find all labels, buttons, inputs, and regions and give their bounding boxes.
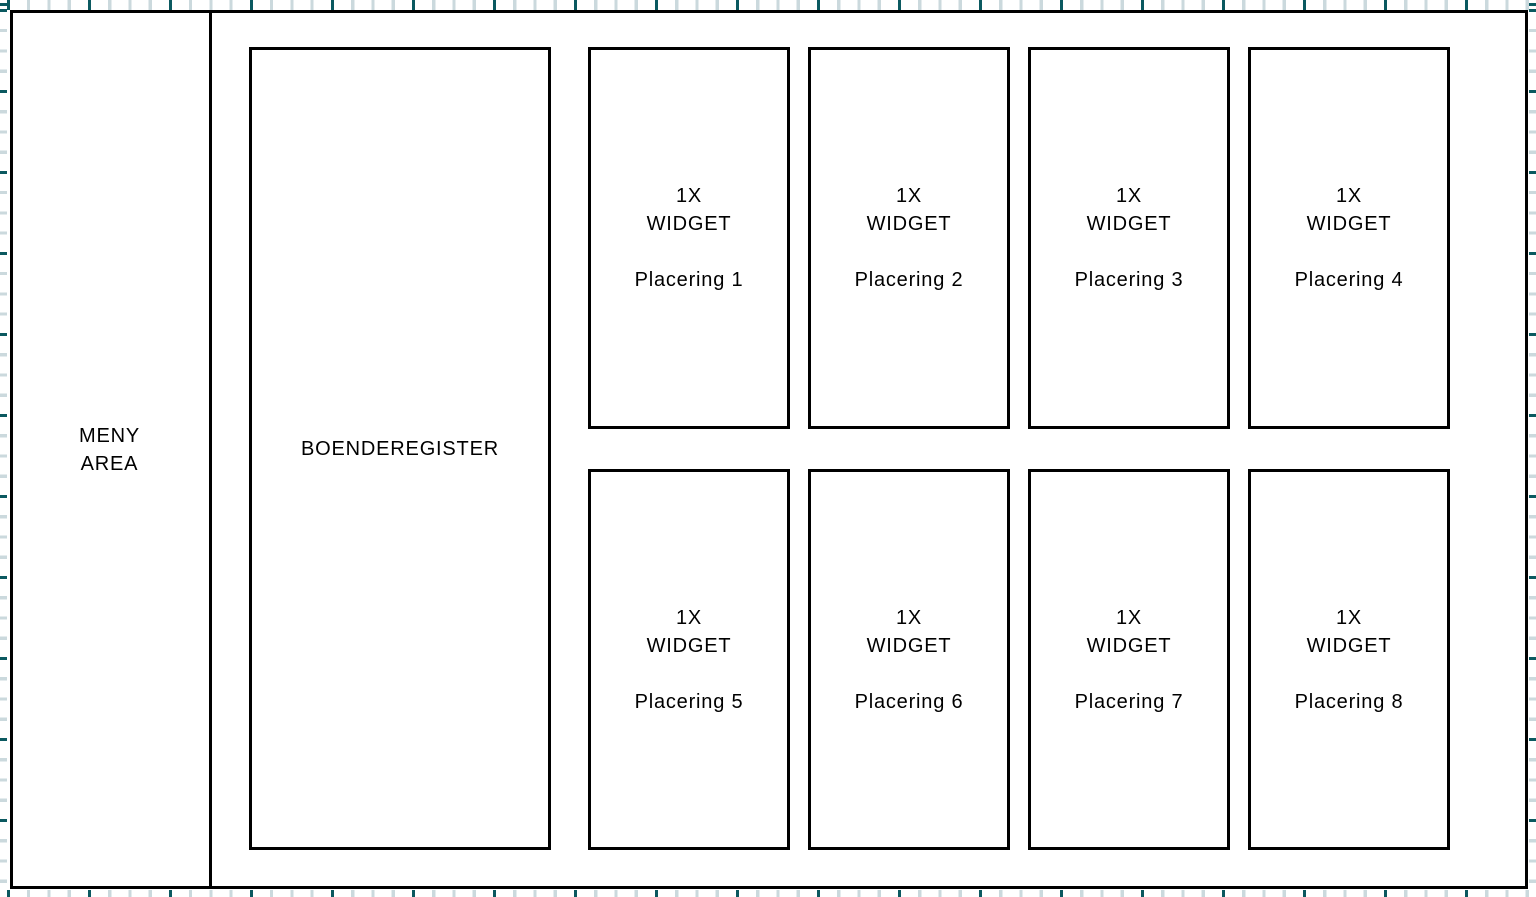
widget-placement-label: Placering 1	[634, 269, 744, 291]
widget-placeholder-8[interactable]: 1X WIDGET Placering 8	[1248, 469, 1450, 850]
widget-size-label: 1X	[675, 606, 703, 629]
widget-placement-label: Placering 6	[854, 690, 964, 713]
widget-size-label: 1X	[1335, 185, 1363, 207]
boenderegister-label: BOENDEREGISTER	[301, 437, 499, 460]
widget-placeholder-1[interactable]: 1X WIDGET Placering 1	[588, 47, 790, 429]
ruler-left	[0, 0, 7, 897]
widget-placeholder-5[interactable]: 1X WIDGET Placering 5	[588, 469, 790, 850]
widget-type-label: WIDGET	[866, 634, 952, 657]
ruler-bottom	[0, 890, 1536, 897]
widget-placeholder-6[interactable]: 1X WIDGET Placering 6	[808, 469, 1010, 850]
widget-placeholder-3[interactable]: 1X WIDGET Placering 3	[1028, 47, 1230, 429]
widget-type-label: WIDGET	[1306, 213, 1392, 235]
widget-size-label: 1X	[675, 185, 703, 207]
widget-size-label: 1X	[1335, 606, 1363, 629]
widget-placeholder-7[interactable]: 1X WIDGET Placering 7	[1028, 469, 1230, 850]
meny-area-label-line2: AREA	[80, 452, 139, 475]
widget-size-label: 1X	[895, 185, 923, 207]
widget-placeholder-4[interactable]: 1X WIDGET Placering 4	[1248, 47, 1450, 429]
widget-type-label: WIDGET	[646, 213, 732, 235]
widget-placement-label: Placering 5	[634, 690, 744, 713]
widget-placement-label: Placering 4	[1294, 269, 1404, 291]
widget-type-label: WIDGET	[1086, 634, 1172, 657]
widget-placement-label: Placering 7	[1074, 690, 1184, 713]
boenderegister-box[interactable]: BOENDEREGISTER	[249, 47, 551, 850]
widget-placeholder-2[interactable]: 1X WIDGET Placering 2	[808, 47, 1010, 429]
widget-size-label: 1X	[1115, 185, 1143, 207]
widget-placement-label: Placering 8	[1294, 690, 1404, 713]
meny-area-panel[interactable]: MENY AREA	[10, 10, 212, 889]
widget-placement-label: Placering 3	[1074, 269, 1184, 291]
widget-type-label: WIDGET	[1306, 634, 1392, 657]
widget-placement-label: Placering 2	[854, 269, 964, 291]
ruler-right	[1529, 0, 1536, 897]
widget-type-label: WIDGET	[866, 213, 952, 235]
widget-size-label: 1X	[895, 606, 923, 629]
widget-type-label: WIDGET	[1086, 213, 1172, 235]
ruler-top	[0, 0, 1536, 10]
widget-size-label: 1X	[1115, 606, 1143, 629]
meny-area-label-line1: MENY	[79, 424, 140, 447]
widget-type-label: WIDGET	[646, 634, 732, 657]
